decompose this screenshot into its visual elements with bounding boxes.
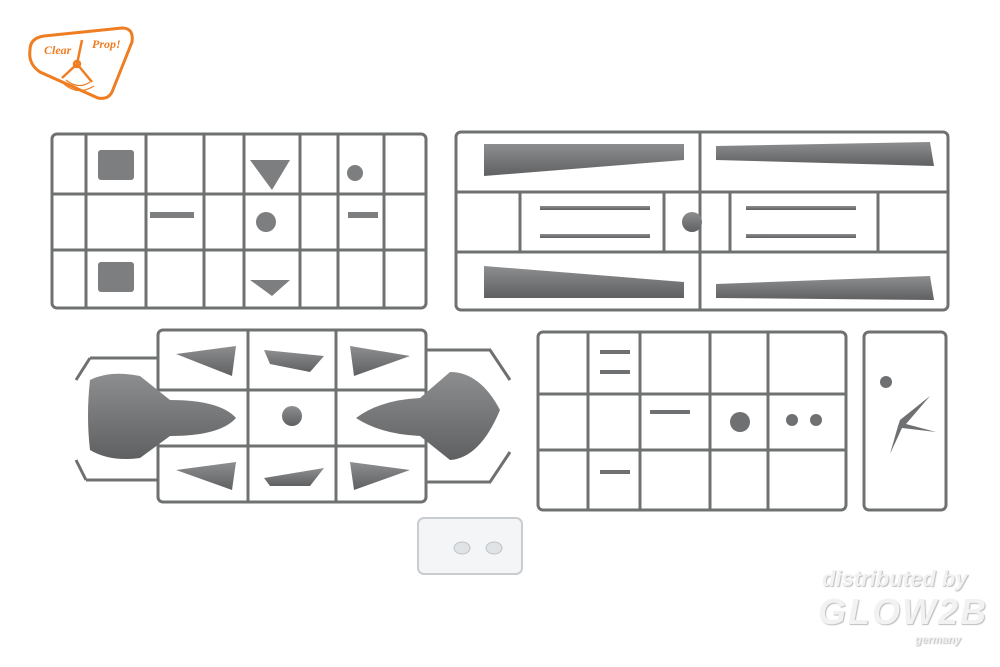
- watermark-country: germany: [915, 634, 961, 646]
- parts-top-left: [98, 150, 378, 296]
- logo-text-prop: Prop!: [92, 37, 121, 51]
- small-parts: [600, 350, 936, 474]
- propeller-icon: [61, 39, 95, 92]
- clear-prop-logo: [28, 26, 134, 100]
- logo-text-clear: Clear: [44, 43, 72, 57]
- clear-sprue: [417, 517, 523, 575]
- watermark-distributed-by: distributed by: [822, 566, 968, 591]
- wing-parts: [484, 142, 934, 300]
- sprue-small-parts: [536, 330, 948, 512]
- sprue-top-right: [454, 130, 950, 312]
- sprue-top-left: [50, 132, 428, 310]
- watermark-brand: GLOW2B: [818, 591, 988, 632]
- fuselage-parts: [88, 346, 500, 490]
